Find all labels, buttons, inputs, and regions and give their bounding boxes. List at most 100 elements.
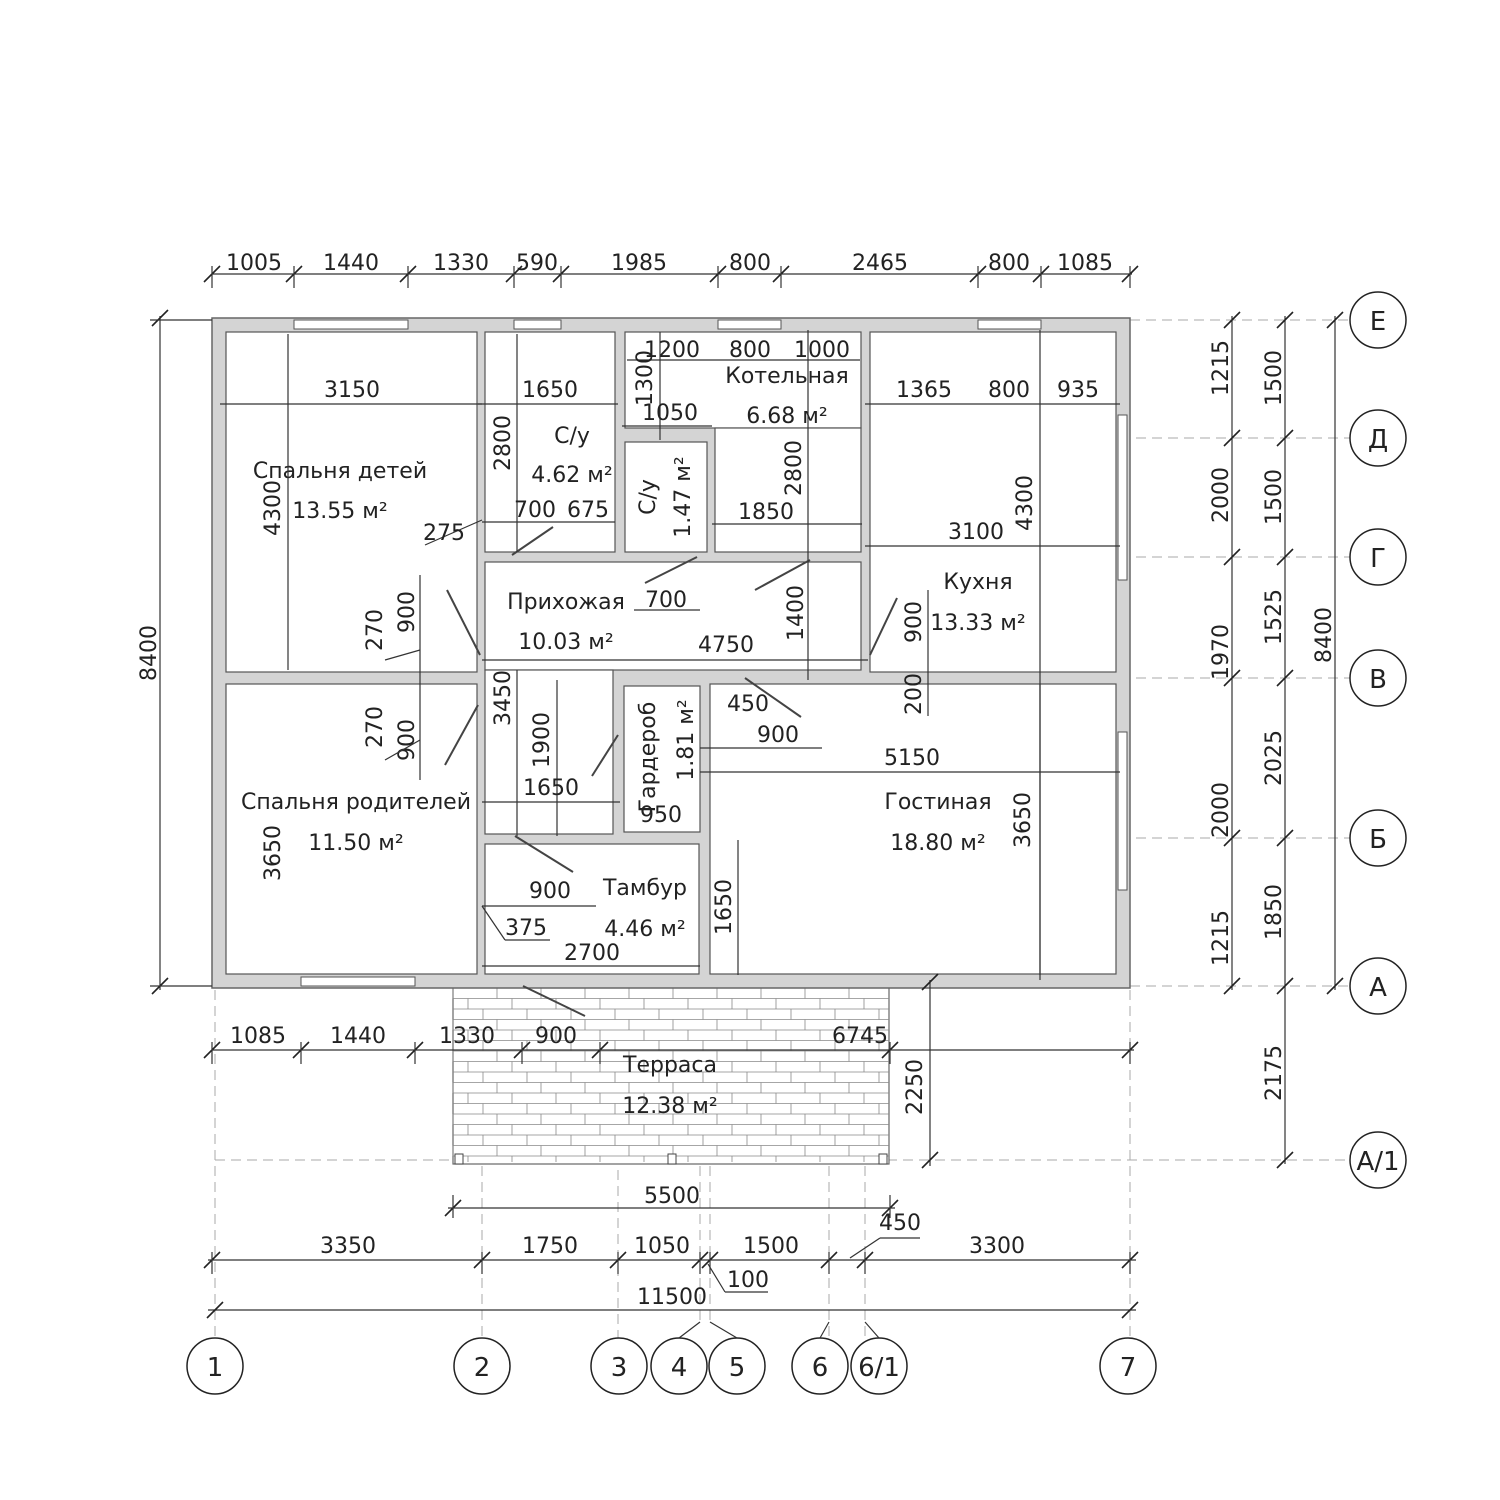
dim-bot-3: 1050	[634, 1234, 690, 1259]
terrace	[452, 985, 890, 1165]
dim-terr-3: 1330	[439, 1024, 495, 1049]
axis-markers-right: Е Д Г В Б А А/1	[1349, 291, 1407, 1189]
dim-3650a: 3650	[261, 825, 286, 881]
axis-V: В	[1369, 665, 1387, 695]
windows	[293, 319, 1128, 987]
dim-right-in-5: 1215	[1209, 910, 1234, 966]
dim-3100: 3100	[948, 520, 1004, 545]
dim-4300a: 4300	[261, 480, 286, 536]
vestibule-name: Тамбур	[602, 876, 687, 901]
parents-bedroom-name: Спальня родителей	[241, 790, 471, 815]
room-kitchen	[869, 331, 1117, 673]
wardrobe-name: Гардероб	[636, 702, 661, 813]
wardrobe-area: 1.81 м²	[674, 699, 699, 780]
dim-4750: 4750	[698, 633, 754, 658]
terrace-dimension-row: 1085 1440 1330 900 6745 2250	[203, 973, 1139, 1169]
dim-top-1: 1005	[226, 251, 282, 276]
dim-right-total: 8400	[1312, 607, 1337, 663]
children-bedroom-area: 13.55 м²	[292, 499, 387, 524]
dim-right-in-4: 2000	[1209, 782, 1234, 838]
dim-275: 275	[423, 521, 465, 546]
dim-terr-5: 6745	[832, 1024, 888, 1049]
dim-3650b: 3650	[1011, 792, 1036, 848]
dim-top-4: 590	[516, 251, 558, 276]
bathroom1-name: С/у	[554, 424, 590, 449]
room-hallway	[484, 561, 862, 671]
interior-dimensions: 3150 1650 4300 2800 275 700 675 1200 800…	[220, 330, 1120, 980]
axis-7: 7	[1120, 1353, 1137, 1383]
doors	[444, 526, 898, 1017]
bathroom2-name: С/у	[636, 479, 661, 515]
dim-terr-2: 1440	[330, 1024, 386, 1049]
room-vestibule	[484, 843, 700, 975]
dim-1050: 1050	[642, 401, 698, 426]
dim-950: 950	[640, 803, 682, 828]
room-bathroom-2	[624, 441, 708, 553]
dim-5150: 5150	[884, 746, 940, 771]
terrace-area: 12.38 м²	[622, 1094, 717, 1119]
living-room-name: Гостиная	[884, 790, 991, 815]
dim-1650a: 1650	[522, 378, 578, 403]
room-labels: Спальня детей 13.55 м² С/у 4.62 м² С/у 1…	[241, 364, 1026, 1119]
room-wardrobe	[623, 685, 701, 833]
dim-top-5: 1985	[611, 251, 667, 276]
dim-800b: 800	[988, 378, 1030, 403]
dim-top-2: 1440	[323, 251, 379, 276]
dim-overall-width: 11500	[637, 1285, 707, 1310]
room-boiler	[624, 331, 862, 429]
dim-1200: 1200	[644, 338, 700, 363]
dim-3150: 3150	[324, 378, 380, 403]
dim-450: 450	[727, 692, 769, 717]
dim-top-9: 1085	[1057, 251, 1113, 276]
axis-markers-bottom: 1 2 3 4 5 6 6/1 7	[186, 1321, 1157, 1395]
dim-935: 935	[1057, 378, 1099, 403]
dim-1300: 1300	[633, 350, 658, 406]
dim-2700: 2700	[564, 941, 620, 966]
dim-3450: 3450	[491, 670, 516, 726]
axis-A1: А/1	[1356, 1147, 1399, 1177]
axis-4: 4	[671, 1353, 688, 1383]
dim-800a: 800	[729, 338, 771, 363]
dim-top-6: 800	[729, 251, 771, 276]
top-dimension-chain: 1005 1440 1330 590 1985 800 2465 800 108…	[203, 251, 1139, 288]
kitchen-name: Кухня	[943, 570, 1012, 595]
dim-900e: 900	[529, 879, 571, 904]
axis-A: А	[1369, 973, 1387, 1003]
dim-4300b: 4300	[1013, 475, 1038, 531]
dim-1650c: 1650	[712, 879, 737, 935]
dim-900d: 900	[757, 723, 799, 748]
dim-900a: 900	[395, 591, 420, 633]
dim-bot-2: 1750	[522, 1234, 578, 1259]
right-dimension-chains: 1215 2000 1970 2000 1215 1500 1500 1525 …	[1209, 311, 1344, 1169]
dim-900b: 900	[902, 601, 927, 643]
dim-1000: 1000	[794, 338, 850, 363]
dim-top-7: 2465	[852, 251, 908, 276]
dim-375: 375	[505, 916, 547, 941]
dim-2250: 2250	[903, 1059, 928, 1115]
hallway-name: Прихожая	[507, 590, 625, 615]
dim-1900: 1900	[530, 712, 555, 768]
hallway-area: 10.03 м²	[518, 630, 613, 655]
kitchen-area: 13.33 м²	[930, 611, 1025, 636]
axis-6-1: 6/1	[858, 1353, 900, 1383]
dim-700b: 700	[645, 588, 687, 613]
bathroom2-area: 1.47 м²	[671, 456, 696, 537]
room-hallway-lower	[484, 669, 614, 835]
dim-2800b: 2800	[782, 440, 807, 496]
dim-right-mid-3: 1525	[1262, 589, 1287, 645]
dim-1365: 1365	[896, 378, 952, 403]
axis-1: 1	[207, 1353, 224, 1383]
rooms	[225, 331, 1117, 975]
dim-1650b: 1650	[523, 776, 579, 801]
dim-terrace-width: 5500	[644, 1184, 700, 1209]
dim-675: 675	[567, 498, 609, 523]
dim-100-bottom: 100	[727, 1268, 769, 1293]
axis-B: Б	[1369, 825, 1387, 855]
room-bathroom-1	[484, 331, 616, 553]
bathroom1-area: 4.62 м²	[531, 463, 612, 488]
left-dimension: 8400	[137, 309, 212, 995]
dim-right-in-1: 1215	[1209, 340, 1234, 396]
living-room-area: 18.80 м²	[890, 831, 985, 856]
dim-left-total: 8400	[137, 625, 162, 681]
